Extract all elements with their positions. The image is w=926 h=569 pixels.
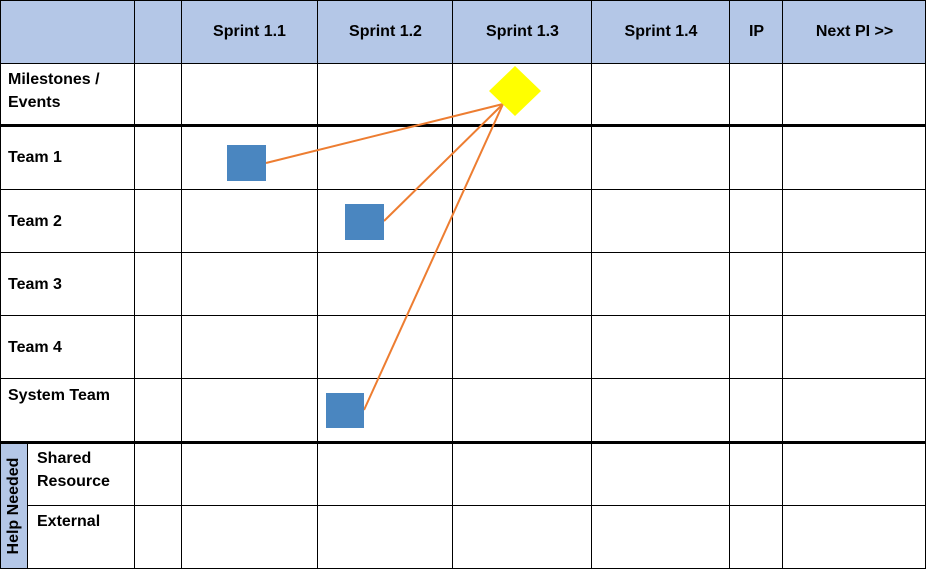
section-divider bbox=[0, 441, 926, 444]
column-header-sprint-1-4: Sprint 1.4 bbox=[592, 0, 730, 63]
grid-line bbox=[729, 0, 730, 569]
column-header-sprint-1-1: Sprint 1.1 bbox=[181, 0, 318, 63]
row-label-team-2: Team 2 bbox=[8, 213, 62, 230]
row-label-external: External bbox=[37, 513, 101, 530]
grid-line bbox=[0, 378, 926, 379]
dependency-line bbox=[265, 103, 504, 164]
row-label-system-team: System Team bbox=[8, 387, 110, 404]
column-header-next-pi: Next PI >> bbox=[783, 0, 926, 63]
column-header-label: Next PI >> bbox=[815, 22, 894, 40]
feature-card-system-team[interactable] bbox=[326, 393, 364, 428]
grid-line bbox=[181, 0, 182, 569]
column-header-label: Sprint 1.2 bbox=[349, 22, 422, 40]
column-header-sprint-1-3: Sprint 1.3 bbox=[453, 0, 592, 63]
row-label-team-3: Team 3 bbox=[8, 276, 62, 293]
grid-line bbox=[591, 0, 592, 569]
grid-line bbox=[0, 0, 1, 569]
grid-line bbox=[27, 443, 28, 569]
grid-line bbox=[0, 315, 926, 316]
grid-line bbox=[0, 252, 926, 253]
milestone-diamond[interactable] bbox=[489, 66, 541, 116]
help-needed-group-label: Help Needed bbox=[0, 443, 27, 569]
column-header-label: Sprint 1.4 bbox=[624, 22, 698, 40]
column-header-ip: IP bbox=[730, 0, 783, 63]
column-header-label: IP bbox=[748, 22, 765, 40]
row-label-shared-resource: Shared Resource bbox=[37, 450, 110, 490]
dependency-line bbox=[363, 103, 504, 411]
grid-line bbox=[134, 0, 135, 569]
column-header-sprint-1-2: Sprint 1.2 bbox=[318, 0, 453, 63]
header-blank-column bbox=[135, 0, 181, 63]
column-header-label: Sprint 1.1 bbox=[213, 22, 286, 40]
feature-card-team-2[interactable] bbox=[345, 204, 384, 240]
row-label-team-4: Team 4 bbox=[8, 339, 62, 356]
grid-line bbox=[0, 189, 926, 190]
grid-line bbox=[27, 505, 926, 506]
feature-card-team-1[interactable] bbox=[227, 145, 266, 181]
grid-line bbox=[317, 0, 318, 569]
section-divider bbox=[0, 124, 926, 127]
grid-line bbox=[0, 0, 926, 1]
row-label-milestones: Milestones / Events bbox=[8, 71, 100, 111]
grid-line bbox=[0, 63, 926, 64]
grid-line bbox=[782, 0, 783, 569]
grid-line bbox=[452, 0, 453, 569]
header-corner bbox=[0, 0, 135, 63]
column-header-label: Sprint 1.3 bbox=[486, 22, 559, 40]
dependency-line bbox=[383, 103, 504, 222]
row-label-team-1: Team 1 bbox=[8, 149, 62, 166]
